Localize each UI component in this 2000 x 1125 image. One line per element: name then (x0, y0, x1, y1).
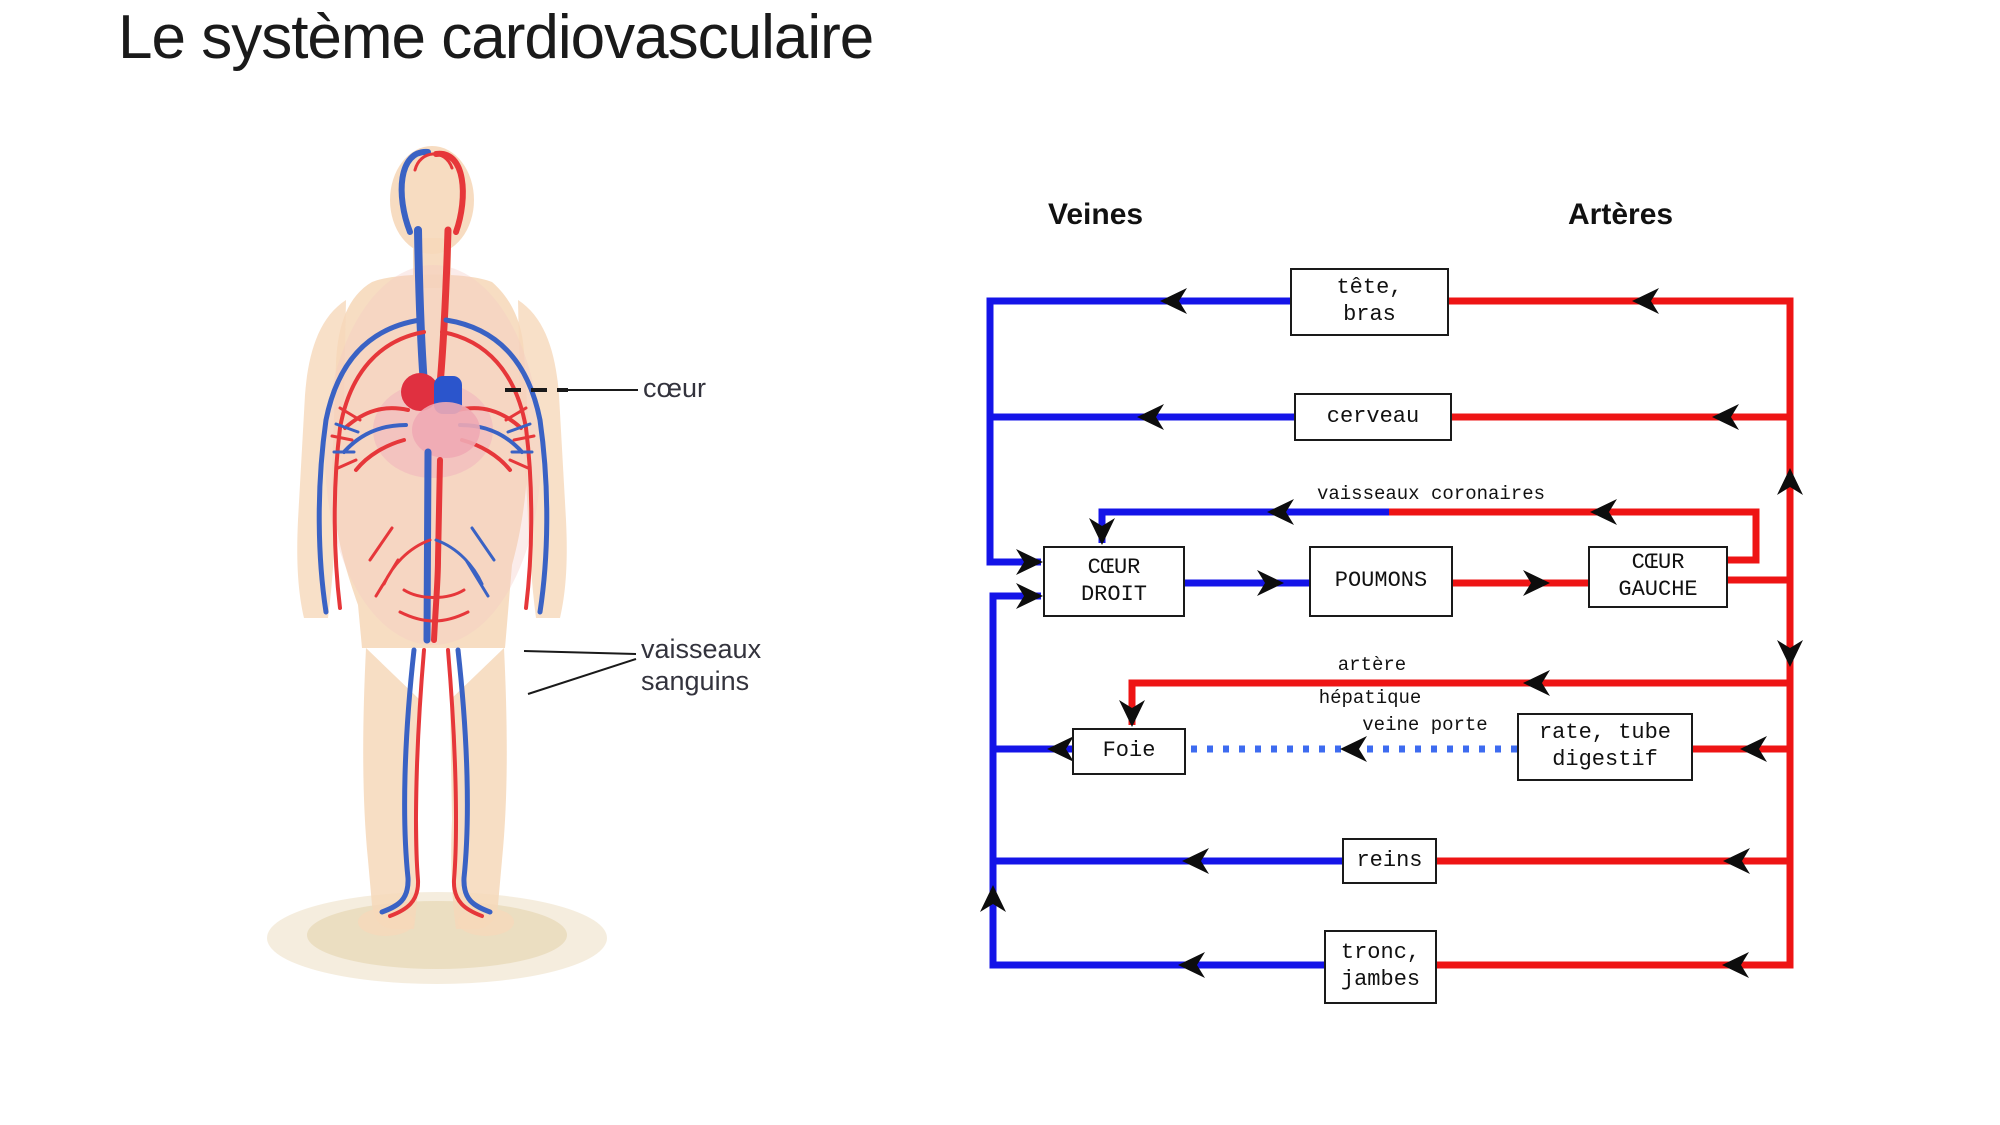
node-head-arms: tête, bras (1290, 268, 1449, 336)
vein-coronary (1098, 508, 1389, 543)
label-hepatic-artery-line2: hépatique (1318, 687, 1422, 709)
label-portal-vein: veine porte (1362, 714, 1488, 736)
slide-title: Le système cardiovasculaire (118, 3, 874, 72)
node-spleen-gut: rate, tube digestif (1517, 713, 1693, 781)
node-left-heart: CŒUR GAUCHE (1588, 546, 1728, 608)
column-header-arteries: Artères (1568, 198, 1674, 231)
artery-coronary (1389, 508, 1760, 564)
figure-label-heart: cœur (643, 373, 706, 403)
node-liver: Foie (1072, 728, 1186, 775)
node-kidneys: reins (1342, 838, 1437, 884)
node-brain: cerveau (1294, 393, 1452, 441)
node-lungs: POUMONS (1309, 546, 1453, 617)
column-header-veins: Veines (1048, 198, 1144, 231)
flow-lines (980, 288, 1803, 978)
body-illustration (267, 146, 638, 984)
label-hepatic-artery-line1: artère (1337, 654, 1407, 676)
body-vessels (316, 149, 550, 918)
label-coronary-vessels: vaisseaux coronaires (1316, 483, 1546, 505)
vein-lower-trunk (989, 592, 1324, 969)
vessel-pointer-lines (523, 650, 637, 695)
node-trunk-legs: tronc, jambes (1324, 930, 1437, 1004)
node-right-heart: CŒUR DROIT (1043, 546, 1185, 617)
artery-lines (1128, 297, 1794, 969)
figure-label-vessels: vaisseaux sanguins (641, 634, 762, 696)
vein-head-to-heart (986, 297, 1290, 566)
body-silhouette (297, 146, 567, 936)
heart-shape (401, 373, 480, 458)
ground-shadow (267, 892, 607, 984)
artery-aorta (1437, 297, 1794, 969)
